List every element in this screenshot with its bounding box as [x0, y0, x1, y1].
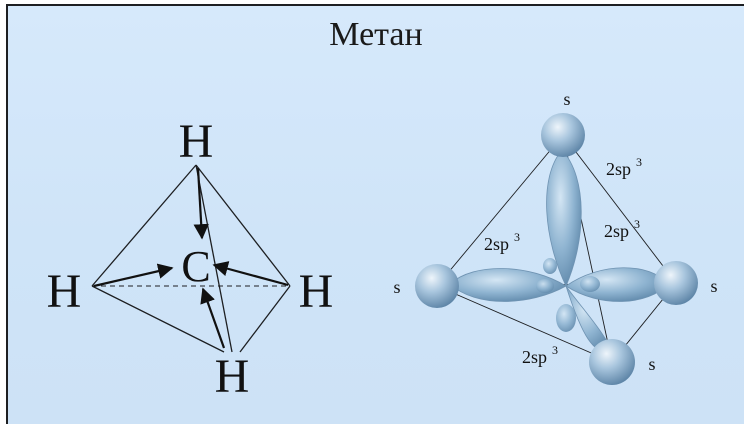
s-sphere-right [654, 261, 698, 305]
atom-h-left: H [47, 265, 82, 318]
orbital-model: s s s s 2sp 3 2sp 3 2sp 3 2sp 3 [393, 89, 718, 385]
hybrid-label-bottom-sup: 3 [552, 343, 558, 357]
small-lobe-back-3 [536, 279, 554, 293]
atom-c-center: C [181, 242, 210, 291]
orbital-edge-top-right [562, 134, 677, 284]
s-sphere-left [415, 264, 459, 308]
small-lobe-back-1 [543, 258, 557, 274]
hybrid-label-left: 2sp 3 [484, 230, 520, 254]
small-lobe-back-4 [580, 276, 600, 292]
hybrid-label-middle-right: 2sp 3 [604, 217, 640, 241]
edge-top-bottom [195, 164, 233, 353]
s-sphere-top [541, 113, 585, 157]
atom-h-top: H [179, 115, 214, 168]
edge-right-bottom [239, 285, 291, 353]
s-label-left: s [393, 277, 400, 297]
s-label-bottom: s [648, 354, 655, 374]
arrow-bottom-to-c [200, 287, 226, 349]
hybrid-label-middle-right-sup: 3 [634, 217, 640, 231]
arrow-top-to-c [193, 167, 209, 240]
atom-h-bottom: H [215, 350, 250, 403]
hybrid-label-bottom: 2sp 3 [522, 343, 558, 367]
arrow-left-to-c [93, 263, 174, 288]
s-label-right: s [710, 276, 717, 296]
hybrid-label-upper-right-text: 2sp [606, 159, 631, 179]
slide-title: Метан [329, 16, 423, 53]
small-lobe-back-2 [556, 304, 576, 332]
hybrid-label-left-text: 2sp [484, 234, 509, 254]
edge-left-bottom [91, 285, 225, 353]
orbital-edge-top-left [436, 134, 564, 287]
hybrid-label-left-sup: 3 [514, 230, 520, 244]
s-label-top: s [563, 89, 570, 109]
hybrid-label-upper-right-sup: 3 [636, 155, 642, 169]
hybrid-label-upper-right: 2sp 3 [606, 155, 642, 179]
tetrahedron-structure: H H H H C [47, 115, 334, 403]
edge-top-right [195, 164, 291, 287]
s-sphere-bottom [589, 339, 635, 385]
hybrid-label-bottom-text: 2sp [522, 347, 547, 367]
edge-top-left [91, 164, 197, 287]
orbital-edge-left-bottom [436, 285, 613, 363]
hybrid-label-middle-right-text: 2sp [604, 221, 629, 241]
atom-h-right: H [299, 265, 334, 318]
arrow-right-to-c [212, 261, 289, 287]
